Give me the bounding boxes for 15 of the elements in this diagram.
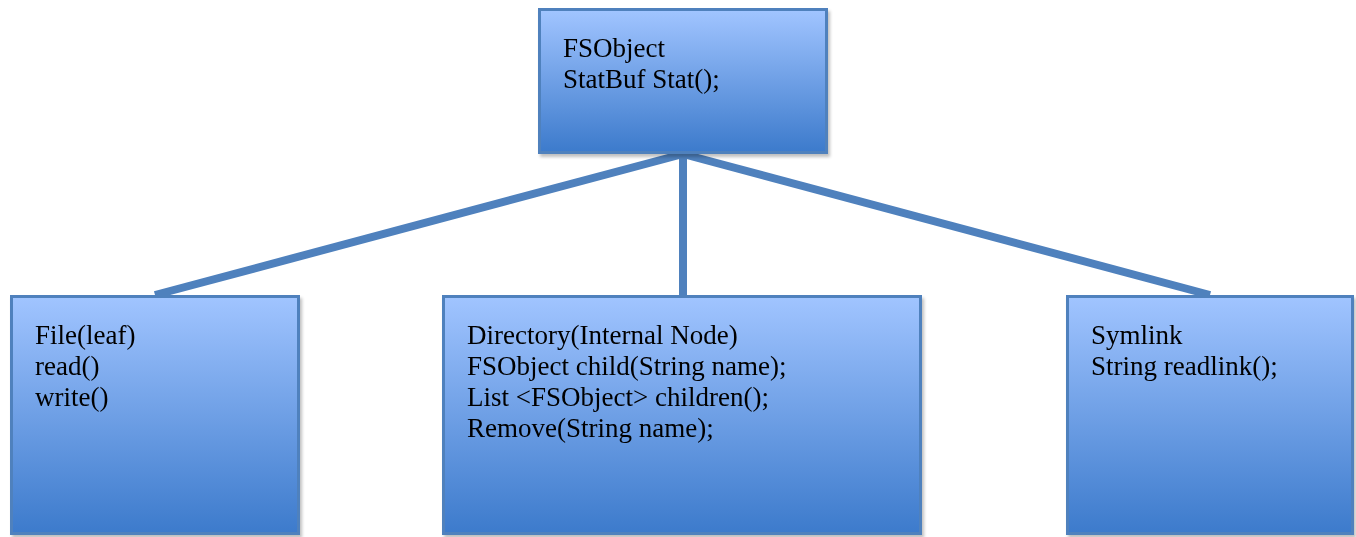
class-box [538, 8, 828, 154]
node-text: read() [35, 351, 101, 382]
node-text: File(leaf) [35, 320, 137, 351]
node-text: Directory(Internal Node) [467, 320, 739, 351]
class-box [1066, 295, 1354, 535]
node-text: String readlink(); [1091, 351, 1279, 382]
node-text: FSObject child(String name); [467, 351, 788, 382]
node-text: List <FSObject> children(); [467, 382, 770, 413]
class-box [10, 295, 300, 535]
node-text: Symlink [1091, 320, 1184, 351]
node-text: Remove(String name); [467, 413, 715, 444]
node-text: StatBuf Stat(); [563, 64, 721, 95]
node-text: write() [35, 382, 110, 413]
node-text: FSObject [563, 33, 666, 64]
class-box [442, 295, 922, 535]
